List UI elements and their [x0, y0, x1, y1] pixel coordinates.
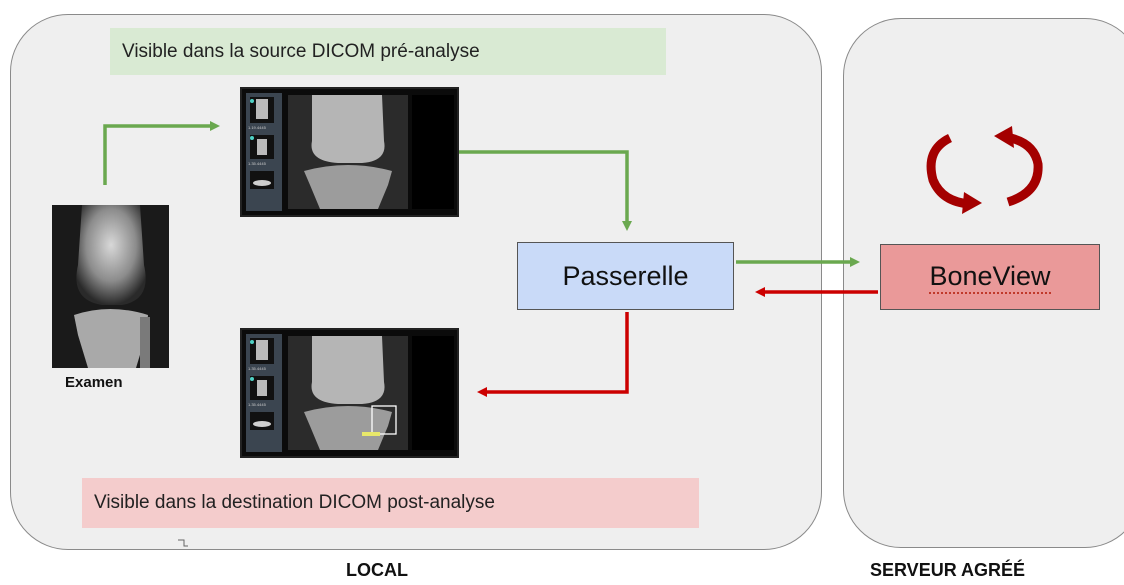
- boneview-label: BoneView: [929, 261, 1051, 294]
- passerelle-box: Passerelle: [517, 242, 734, 310]
- server-label: SERVEUR AGRÉÉ: [870, 560, 1026, 580]
- destination-note: Visible dans la destination DICOM post-a…: [82, 478, 699, 528]
- destination-note-text: Visible dans la destination DICOM post-a…: [94, 492, 495, 513]
- refresh-cycle-icon: [926, 126, 1043, 214]
- source-note: Visible dans la source DICOM pré-analyse: [110, 28, 666, 75]
- destination-thumb-label-2: 1.35.4445: [248, 402, 267, 407]
- detection-label-tag: [362, 432, 380, 436]
- destination-dicom-viewer: 1.35.4445 1.35.4445: [240, 328, 459, 458]
- source-dicom-viewer: 1.19.4445 1.35.4445: [240, 87, 459, 217]
- local-label: LOCAL: [346, 560, 408, 580]
- corner-mark-icon: [178, 539, 188, 547]
- detection-box: [371, 405, 397, 435]
- destination-thumb-label-1: 1.35.4445: [248, 366, 267, 371]
- source-thumb-label-2: 1.35.4445: [248, 161, 267, 166]
- boneview-box: BoneView: [880, 244, 1100, 310]
- source-to-passerelle-arrow: [459, 150, 632, 231]
- exam-xray-image: [52, 205, 169, 368]
- source-note-text: Visible dans la source DICOM pré-analyse: [122, 40, 480, 62]
- source-thumb-label-1: 1.19.4445: [248, 125, 267, 130]
- exam-label: Examen: [65, 374, 123, 391]
- exam-to-source-arrow: [103, 121, 220, 185]
- passerelle-label: Passerelle: [562, 260, 689, 291]
- passerelle-to-destination-arrow: [477, 312, 629, 397]
